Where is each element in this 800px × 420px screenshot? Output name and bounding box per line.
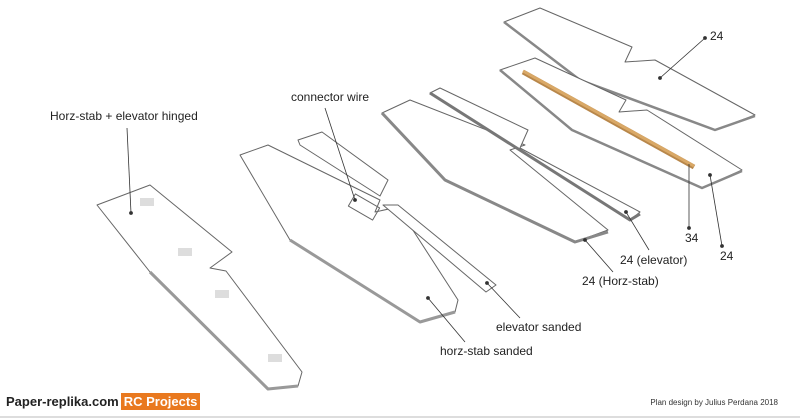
site-name: Paper-replika.com	[6, 394, 119, 409]
divider	[0, 416, 800, 418]
label-bottom-24: 24	[720, 249, 734, 263]
label-elevator-sanded: elevator sanded	[496, 320, 582, 334]
label-horz-stab-24: 24 (Horz-stab)	[582, 274, 659, 288]
credit-text: Plan design by Julius Perdana 2018	[650, 398, 778, 407]
leader-lines	[126, 36, 724, 343]
label-elevator-24: 24 (elevator)	[620, 253, 688, 267]
label-top-24: 24	[710, 29, 724, 43]
label-hinged: Horz-stab + elevator hinged	[50, 109, 198, 123]
label-connector-wire: connector wire	[291, 90, 370, 104]
stab-elevator-pieces	[380, 87, 641, 244]
label-dowel-34: 34	[685, 231, 699, 245]
rc-projects-badge: RC Projects	[120, 393, 201, 410]
footer-brand: Paper-replika.com RC Projects	[6, 393, 201, 410]
hinged-stab-piece	[96, 184, 303, 391]
label-horz-stab-sanded: horz-stab sanded	[440, 344, 533, 358]
